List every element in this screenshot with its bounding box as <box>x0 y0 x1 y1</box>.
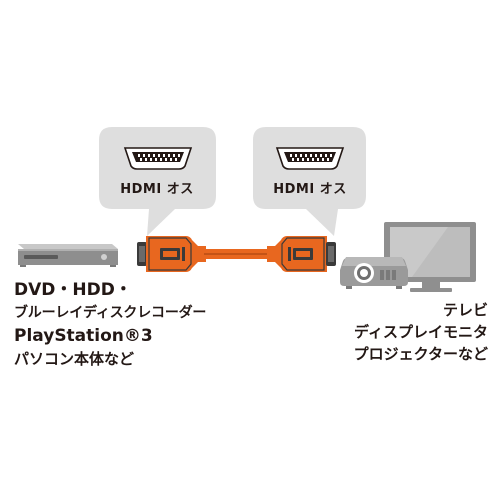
dvd-player-icon <box>18 244 118 267</box>
source-line-3: PlayStation®3 <box>14 326 153 346</box>
left-hdmi-plug-icon <box>123 147 193 170</box>
hdmi-cable <box>137 236 336 272</box>
right-bubble-label: HDMI オス <box>273 182 347 197</box>
right-hdmi-plug-icon <box>275 147 345 170</box>
display-line-1: テレビ <box>442 301 488 319</box>
source-devices-text: DVD・HDD・ ブルーレイディスクレコーダー PlayStation®3 パソ… <box>14 279 206 371</box>
source-line-4: パソコン本体など <box>14 350 135 368</box>
display-line-2: ディスプレイモニタ <box>354 323 488 341</box>
left-bubble-label: HDMI オス <box>120 182 194 197</box>
display-line-3: プロジェクターなど <box>353 345 488 363</box>
display-devices-text: テレビ ディスプレイモニタ プロジェクターなど <box>354 299 488 365</box>
projector-icon <box>340 257 408 289</box>
source-line-2: ブルーレイディスクレコーダー <box>14 305 207 321</box>
source-line-1: DVD・HDD・ <box>14 280 132 300</box>
